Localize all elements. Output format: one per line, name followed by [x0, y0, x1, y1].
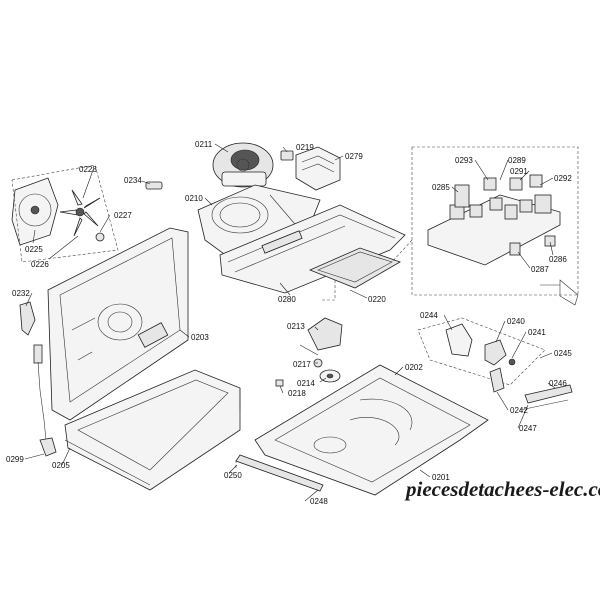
switch-housing-part	[445, 323, 473, 357]
base-frame-part	[64, 369, 241, 491]
sensor-part	[145, 181, 163, 190]
label-0286: 0286	[549, 255, 567, 264]
label-0232: 0232	[12, 289, 30, 298]
label-0293: 0293	[455, 156, 473, 165]
hinge-part	[19, 301, 36, 336]
label-0247: 0247	[519, 424, 537, 433]
rear-panel-part	[47, 227, 189, 421]
label-0291: 0291	[510, 167, 528, 176]
part-labels: 0211 0219 0279 0293 0289 0291 0292 0285 …	[6, 140, 572, 506]
rear-fan-part	[11, 177, 59, 246]
fan-nut-part	[95, 232, 105, 242]
watermark-text: piecesdetachees-elec.com	[404, 477, 600, 501]
label-0202: 0202	[405, 363, 423, 372]
rod-part	[235, 454, 324, 492]
label-0213: 0213	[287, 322, 305, 331]
control-board-inset	[391, 146, 579, 306]
module-part	[308, 247, 401, 301]
label-0217: 0217	[293, 360, 311, 369]
switch-group-dashes	[417, 317, 546, 386]
label-0211: 0211	[195, 140, 213, 149]
label-0210: 0210	[185, 194, 203, 203]
top-frame-part	[219, 204, 406, 294]
switch-holder-part	[489, 367, 505, 393]
label-0226: 0226	[31, 260, 49, 269]
label-0228: 0228	[79, 165, 97, 174]
label-0287: 0287	[531, 265, 549, 274]
leader-lines	[24, 143, 556, 502]
label-0219: 0219	[296, 143, 314, 152]
cavity-floor-part	[254, 364, 489, 496]
label-0201: 0201	[432, 473, 450, 482]
label-0245: 0245	[554, 349, 572, 358]
cable-part	[33, 344, 57, 457]
fan-motor-part	[212, 142, 274, 188]
motor-mount-part	[299, 317, 343, 356]
label-0285: 0285	[432, 183, 450, 192]
label-0220: 0220	[368, 295, 386, 304]
label-0205: 0205	[52, 461, 70, 470]
label-0279: 0279	[345, 152, 363, 161]
label-0299: 0299	[6, 455, 24, 464]
label-0289: 0289	[508, 156, 526, 165]
small-screw-part	[275, 379, 284, 387]
rail-part	[519, 384, 573, 411]
label-0203: 0203	[191, 333, 209, 342]
label-0248: 0248	[310, 497, 328, 506]
label-0246: 0246	[549, 379, 567, 388]
label-0241: 0241	[528, 328, 546, 337]
fan-blade-part	[59, 189, 101, 237]
label-0240: 0240	[507, 317, 525, 326]
fan-group-dashes	[11, 164, 119, 263]
clip-part	[280, 150, 294, 161]
label-0234: 0234	[124, 176, 142, 185]
label-0250: 0250	[224, 471, 242, 480]
label-0292: 0292	[554, 174, 572, 183]
label-0214: 0214	[297, 379, 315, 388]
bracket-part	[295, 146, 341, 191]
label-0244: 0244	[420, 311, 438, 320]
switch-part	[484, 339, 516, 366]
label-0218: 0218	[288, 389, 306, 398]
label-0280: 0280	[278, 295, 296, 304]
label-0225: 0225	[25, 245, 43, 254]
label-0242: 0242	[510, 406, 528, 415]
label-0227: 0227	[114, 211, 132, 220]
